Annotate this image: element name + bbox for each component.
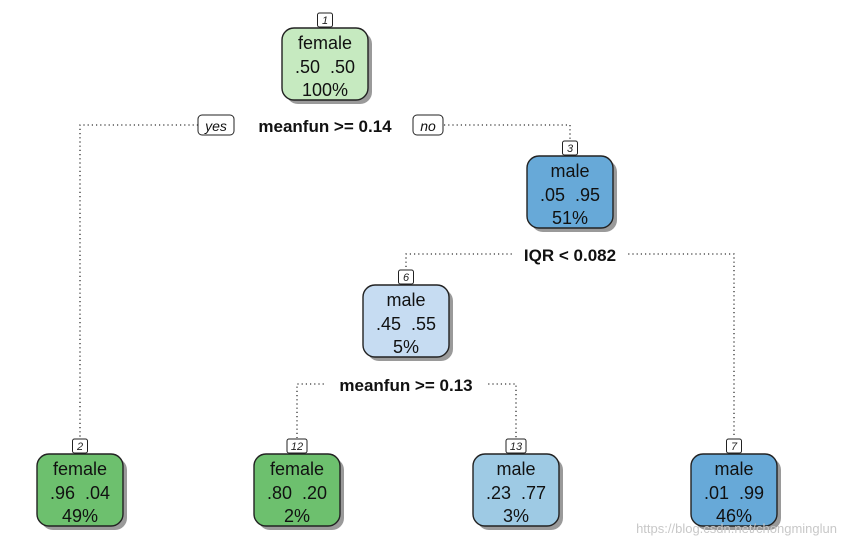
- node-id-tag: [562, 140, 578, 156]
- node-box: [472, 453, 560, 527]
- tree-nodes: 1 female .50 .50 100% 3 male .05 .95 51% 6 male .4…: [36, 12, 781, 530]
- node-id-tag: [286, 438, 308, 454]
- split-text-node3: IQR < 0.082: [524, 246, 616, 265]
- edge-3-7: [624, 253, 735, 438]
- node-id: 12: [291, 441, 303, 453]
- tree-edges: [79, 124, 735, 440]
- node-id: 13: [510, 441, 523, 453]
- node-class: female: [270, 459, 324, 479]
- node-class: male: [496, 459, 535, 479]
- node-box: [690, 453, 778, 527]
- split-label-node6: meanfun >= 0.13: [324, 373, 488, 395]
- tree-node-12: 12 female .80 .20 2%: [253, 438, 344, 530]
- node-percent: 5%: [393, 337, 419, 357]
- node-probs: .23 .77: [486, 483, 546, 503]
- no-label: no: [420, 118, 436, 134]
- yes-label: yes: [204, 118, 227, 134]
- tree-node-1: 1 female .50 .50 100%: [281, 12, 372, 104]
- node-class: male: [386, 290, 425, 310]
- tree-node-2: 2 female .96 .04 49%: [36, 438, 127, 530]
- tree-node-6: 6 male .45 .55 5%: [362, 269, 453, 361]
- node-box: [362, 284, 450, 358]
- edge-6-13: [484, 383, 517, 438]
- node-box: [253, 453, 341, 527]
- no-tag: no: [412, 114, 444, 136]
- node-probs: .01 .99: [704, 483, 764, 503]
- node-probs: .45 .55: [376, 314, 436, 334]
- node-probs: .80 .20: [267, 483, 327, 503]
- node-percent: 49%: [62, 506, 98, 526]
- edge-3-6: [405, 253, 516, 269]
- node-probs: .05 .95: [540, 185, 600, 205]
- node-probs: .96 .04: [50, 483, 110, 503]
- node-probs: .50 .50: [295, 57, 355, 77]
- tree-node-7: 7 male .01 .99 46%: [690, 438, 781, 530]
- split-text-root: meanfun >= 0.14: [258, 117, 392, 136]
- split-text-node6: meanfun >= 0.13: [339, 376, 472, 395]
- edge-6-12: [296, 383, 328, 438]
- node-percent: 46%: [716, 506, 752, 526]
- watermark-text: https://blog.csdn.net/chongminglun: [636, 521, 837, 536]
- tree-node-3: 3 male .05 .95 51%: [526, 140, 617, 232]
- node-percent: 51%: [552, 208, 588, 228]
- node-id-tag: [726, 438, 742, 454]
- tree-node-13: 13 male .23 .77 3%: [472, 438, 563, 530]
- node-percent: 100%: [302, 80, 348, 100]
- node-id-tag: [505, 438, 527, 454]
- node-class: female: [298, 33, 352, 53]
- split-label-node3: IQR < 0.082: [512, 243, 628, 265]
- node-id-tag: [398, 269, 414, 285]
- node-class: male: [550, 161, 589, 181]
- node-id: 3: [567, 143, 574, 155]
- node-id-tag: [72, 438, 88, 454]
- node-box: [526, 155, 614, 229]
- node-id: 2: [76, 441, 83, 453]
- edge-1-3: [444, 124, 571, 140]
- node-box: [281, 27, 369, 101]
- node-id-tag: [317, 12, 333, 28]
- node-id: 1: [322, 15, 328, 27]
- node-percent: 2%: [284, 506, 310, 526]
- node-percent: 3%: [503, 506, 529, 526]
- split-label-root: meanfun >= 0.14: [242, 114, 408, 136]
- node-id: 6: [403, 272, 410, 284]
- node-box: [36, 453, 124, 527]
- node-class: male: [714, 459, 753, 479]
- yes-tag: yes: [197, 114, 235, 136]
- node-class: female: [53, 459, 107, 479]
- edge-1-2: [79, 124, 198, 440]
- node-id: 7: [731, 441, 738, 453]
